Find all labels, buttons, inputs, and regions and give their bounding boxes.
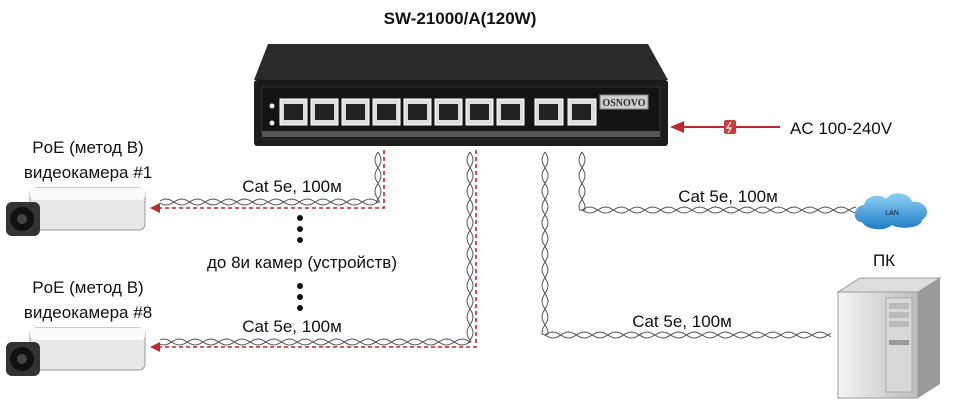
cable-cam1 (159, 151, 382, 206)
ellipsis-dots (297, 215, 303, 311)
brand-logo-text: OSNOVO (602, 98, 645, 109)
camera-count-note: до 8и камер (устройств) (207, 253, 397, 272)
cable-cam8 (159, 151, 474, 346)
arrow-icon (150, 203, 160, 213)
cable-pc (541, 151, 832, 339)
camera-8-label-line2: видеокамера #8 (24, 303, 152, 322)
led-indicator (269, 103, 275, 109)
cable-label-pc: Cat 5e, 100м (632, 312, 732, 331)
arrow-icon (670, 121, 684, 133)
led-indicator (269, 120, 275, 126)
pc-tower-icon (836, 277, 942, 399)
camera-8-icon (6, 327, 146, 376)
poe-switch: OSNOVO (254, 44, 668, 146)
poe-power-line-cam8 (156, 150, 477, 348)
lightning-icon (724, 120, 736, 134)
cable-lan (578, 151, 857, 214)
cable-label-cam8: Cat 5e, 100м (242, 317, 342, 336)
poe-power-line-cam1 (156, 150, 385, 209)
lan-cloud-icon (854, 193, 927, 230)
brand-logo (599, 94, 649, 110)
camera-1-icon (6, 187, 146, 236)
camera-1-label-line1: PoE (метод В) (32, 138, 143, 157)
camera-8-label-line1: PoE (метод В) (32, 278, 143, 297)
cable-label-cam1: Cat 5e, 100м (242, 177, 342, 196)
pc-label: ПК (873, 251, 895, 270)
arrow-icon (150, 342, 160, 352)
cable-pc (541, 151, 832, 339)
lan-label: LAN (885, 210, 899, 217)
cable-lan (578, 151, 857, 214)
cables (159, 151, 857, 346)
cable-label-lan: Cat 5e, 100м (678, 187, 778, 206)
cable-cam8 (159, 151, 474, 346)
switch-title: SW-21000/A(120W) (384, 9, 537, 28)
power-label: AC 100-240V (790, 119, 893, 138)
camera-1-label-line2: видеокамера #1 (24, 163, 152, 182)
